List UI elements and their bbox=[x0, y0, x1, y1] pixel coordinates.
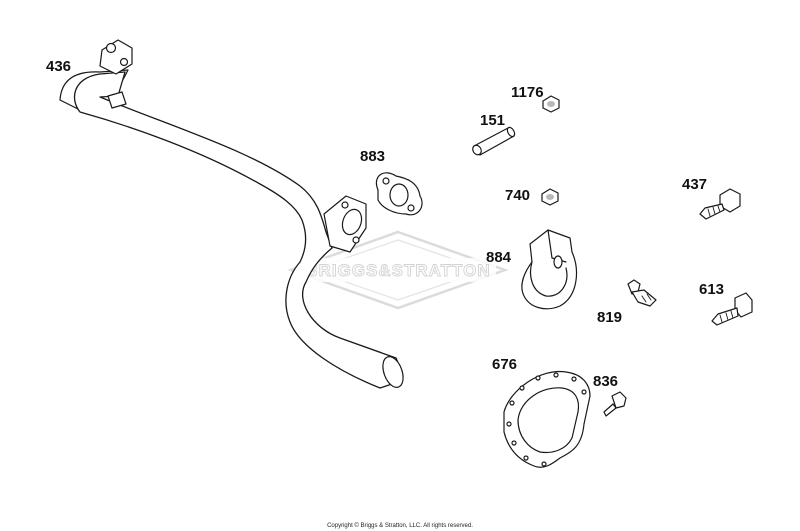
label-1176: 1176 bbox=[511, 84, 544, 101]
nut-1176[interactable] bbox=[542, 95, 560, 113]
label-436: 436 bbox=[46, 58, 71, 75]
label-613: 613 bbox=[699, 281, 724, 298]
label-884: 884 bbox=[486, 249, 512, 266]
label-836: 836 bbox=[593, 373, 618, 390]
copyright-text: Copyright © Briggs & Stratton, LLC. All … bbox=[327, 522, 473, 529]
tube-436[interactable] bbox=[59, 39, 407, 390]
gasket-883[interactable] bbox=[375, 172, 423, 216]
watermark-logo: BRIGGS&STRATTON bbox=[287, 230, 509, 310]
label-740: 740 bbox=[505, 187, 530, 204]
stud-151[interactable] bbox=[471, 126, 516, 156]
label-819: 819 bbox=[597, 309, 622, 326]
cover-676[interactable] bbox=[503, 370, 591, 468]
screw-613[interactable] bbox=[711, 292, 753, 326]
screw-437[interactable] bbox=[699, 188, 741, 220]
watermark-text: BRIGGS&STRATTON bbox=[305, 261, 490, 280]
nut-740[interactable] bbox=[541, 188, 559, 206]
label-437: 437 bbox=[682, 176, 707, 193]
clamp-884[interactable] bbox=[521, 229, 578, 310]
label-883: 883 bbox=[360, 148, 385, 165]
label-151: 151 bbox=[480, 112, 505, 129]
screw-819[interactable] bbox=[627, 279, 657, 307]
screw-836[interactable] bbox=[603, 391, 627, 417]
label-676: 676 bbox=[492, 356, 517, 373]
